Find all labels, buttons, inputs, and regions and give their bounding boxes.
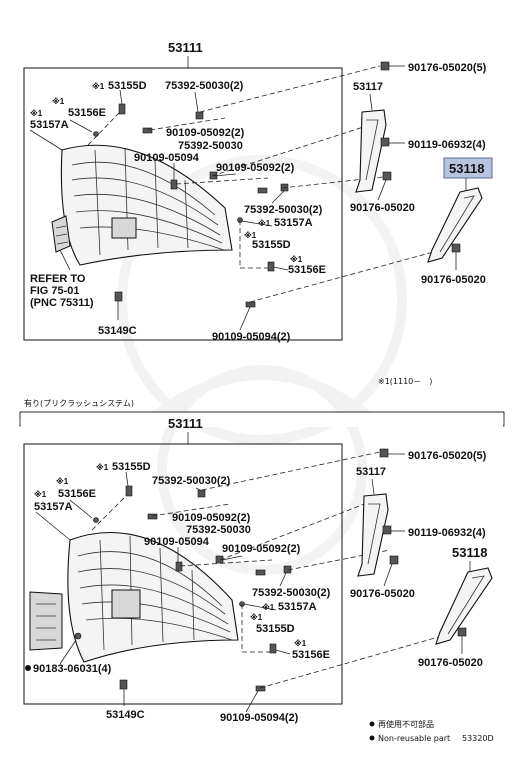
top-label-90176-b[interactable]: 90176-05020 (350, 202, 415, 214)
top-label-53157a-b[interactable]: 53157A (274, 217, 313, 229)
top-refer-line-2[interactable]: FIG 75-01 (30, 285, 80, 297)
bottom-assembly-frame (23, 443, 343, 705)
svg-text:※1: ※1 (96, 462, 109, 472)
bottom-label-75392-b[interactable]: 75392-50030 (186, 524, 251, 536)
top-bolt-90176-c-icon (451, 243, 461, 253)
svg-text:※1: ※1 (290, 254, 303, 264)
bottom-label-90109-a[interactable]: 90109-05092(2) (172, 512, 251, 524)
top-label-75392-b[interactable]: 75392-50030 (178, 140, 243, 152)
top-bolt-90176-b-icon (382, 171, 392, 181)
top-label-53157a[interactable]: 53157A (30, 119, 69, 131)
bottom-label-75392-a[interactable]: 75392-50030(2) (152, 475, 231, 487)
bottom-label-90109-c[interactable]: 90109-05092(2) (222, 543, 301, 555)
legend-en: Non-reusable part (378, 734, 450, 743)
bottom-label-90176-c[interactable]: 90176-05020 (418, 657, 483, 669)
top-leader-lines (29, 65, 449, 331)
bottom-label-53118[interactable]: 53118 (452, 545, 487, 560)
bottom-label-53149c[interactable]: 53149C (106, 709, 145, 721)
legend-jp: 再使用不可部品 (378, 719, 434, 729)
svg-text:※1: ※1 (30, 108, 43, 118)
svg-text:※1: ※1 (34, 489, 47, 499)
top-label-90176-c[interactable]: 90176-05020 (421, 274, 486, 286)
bottom-bolt-90176-c-icon (457, 627, 467, 637)
bottom-grille-part[interactable] (67, 532, 239, 663)
bottom-main-part-label[interactable]: 53111 (168, 416, 203, 431)
top-label-75392-a[interactable]: 75392-50030(2) (165, 80, 244, 92)
top-label-53156e-b[interactable]: 53156E (288, 264, 326, 276)
bottom-bracket-53118-part[interactable] (435, 567, 493, 645)
bottom-leader-lines (35, 451, 457, 713)
top-bolt-90119-icon (380, 137, 390, 147)
top-bracket-53117-part[interactable] (355, 109, 387, 193)
bottom-label-90176-a[interactable]: 90176-05020(5) (408, 450, 487, 462)
bottom-bolt-90176-a-icon (379, 448, 389, 458)
bottom-label-53156e-b[interactable]: 53156E (292, 649, 330, 661)
svg-text:※1: ※1 (250, 612, 263, 622)
svg-text:※1: ※1 (258, 218, 271, 228)
top-grille-part[interactable] (60, 144, 233, 266)
svg-text:※1: ※1 (52, 96, 65, 106)
top-label-53155d-b[interactable]: 53155D (252, 239, 291, 251)
top-label-90176-a[interactable]: 90176-05020(5) (408, 62, 487, 74)
top-label-53149c[interactable]: 53149C (98, 325, 137, 337)
non-reusable-dot-icon (25, 665, 31, 671)
top-label-90109-b[interactable]: 90109-05094 (134, 152, 200, 164)
top-label-90109-d[interactable]: 90109-05094(2) (212, 331, 291, 343)
svg-text:※1: ※1 (244, 230, 257, 240)
top-label-53156e[interactable]: 53156E (68, 107, 106, 119)
top-assembly-frame (23, 67, 343, 341)
bottom-label-53155d[interactable]: 53155D (112, 461, 151, 473)
top-label-90109-c[interactable]: 90109-05092(2) (216, 162, 295, 174)
note-text: ※1(1110－ ) (378, 377, 432, 386)
bottom-label-90176-b[interactable]: 90176-05020 (350, 588, 415, 600)
top-label-53117[interactable]: 53117 (353, 81, 383, 93)
section-title: 有り(プリクラッシュシステム) (24, 398, 134, 408)
top-bolt-90176-a-icon (380, 61, 390, 71)
bottom-label-90183[interactable]: 90183-06031(4) (33, 663, 112, 675)
top-section: 53111 ※1 53155D ※1 ※1 53156E 53157A (23, 40, 493, 343)
bottom-bolt-90176-b-icon (389, 555, 399, 565)
bottom-label-90109-b[interactable]: 90109-05094 (144, 536, 210, 548)
top-label-90109-a[interactable]: 90109-05092(2) (166, 127, 245, 139)
bottom-sensor-emblem-part[interactable] (29, 591, 82, 651)
top-bracket-53118-part[interactable] (427, 187, 483, 263)
bottom-bracket-53117-part[interactable] (357, 493, 389, 577)
svg-text:※1: ※1 (92, 81, 105, 91)
bottom-label-53157a[interactable]: 53157A (34, 501, 73, 513)
top-label-90119[interactable]: 90119-06932(4) (408, 139, 486, 151)
bottom-label-75392-c[interactable]: 75392-50030(2) (252, 587, 331, 599)
bottom-label-53155d-b[interactable]: 53155D (256, 623, 295, 635)
svg-text:※1: ※1 (294, 638, 307, 648)
legend: 再使用不可部品 Non-reusable part 53320D (369, 719, 494, 743)
svg-text:※1: ※1 (262, 602, 275, 612)
top-main-part-label[interactable]: 53111 (168, 40, 203, 55)
top-refer-line-3[interactable]: (PNC 75311) (30, 297, 94, 309)
bottom-label-53156e[interactable]: 53156E (58, 488, 96, 500)
top-label-75392-c[interactable]: 75392-50030(2) (244, 204, 323, 216)
top-label-53118-highlighted[interactable]: 53118 (449, 161, 484, 176)
bottom-label-53157a-b[interactable]: 53157A (278, 601, 317, 613)
bottom-label-90119[interactable]: 90119-06932(4) (408, 527, 486, 539)
bottom-section: 53111 ※1 53155D ※1 ※1 53156E 53157A (23, 416, 493, 724)
top-emblem-part[interactable] (51, 215, 71, 253)
bottom-label-90109-d[interactable]: 90109-05094(2) (220, 712, 299, 724)
bottom-label-53117[interactable]: 53117 (356, 466, 386, 478)
top-refer-line-1[interactable]: REFER TO (30, 273, 86, 285)
svg-text:※1: ※1 (56, 476, 69, 486)
highlight-box (443, 157, 493, 179)
diagram-code: 53320D (462, 734, 494, 743)
top-label-53155d[interactable]: 53155D (108, 80, 147, 92)
bottom-bolt-90119-icon (382, 525, 392, 535)
